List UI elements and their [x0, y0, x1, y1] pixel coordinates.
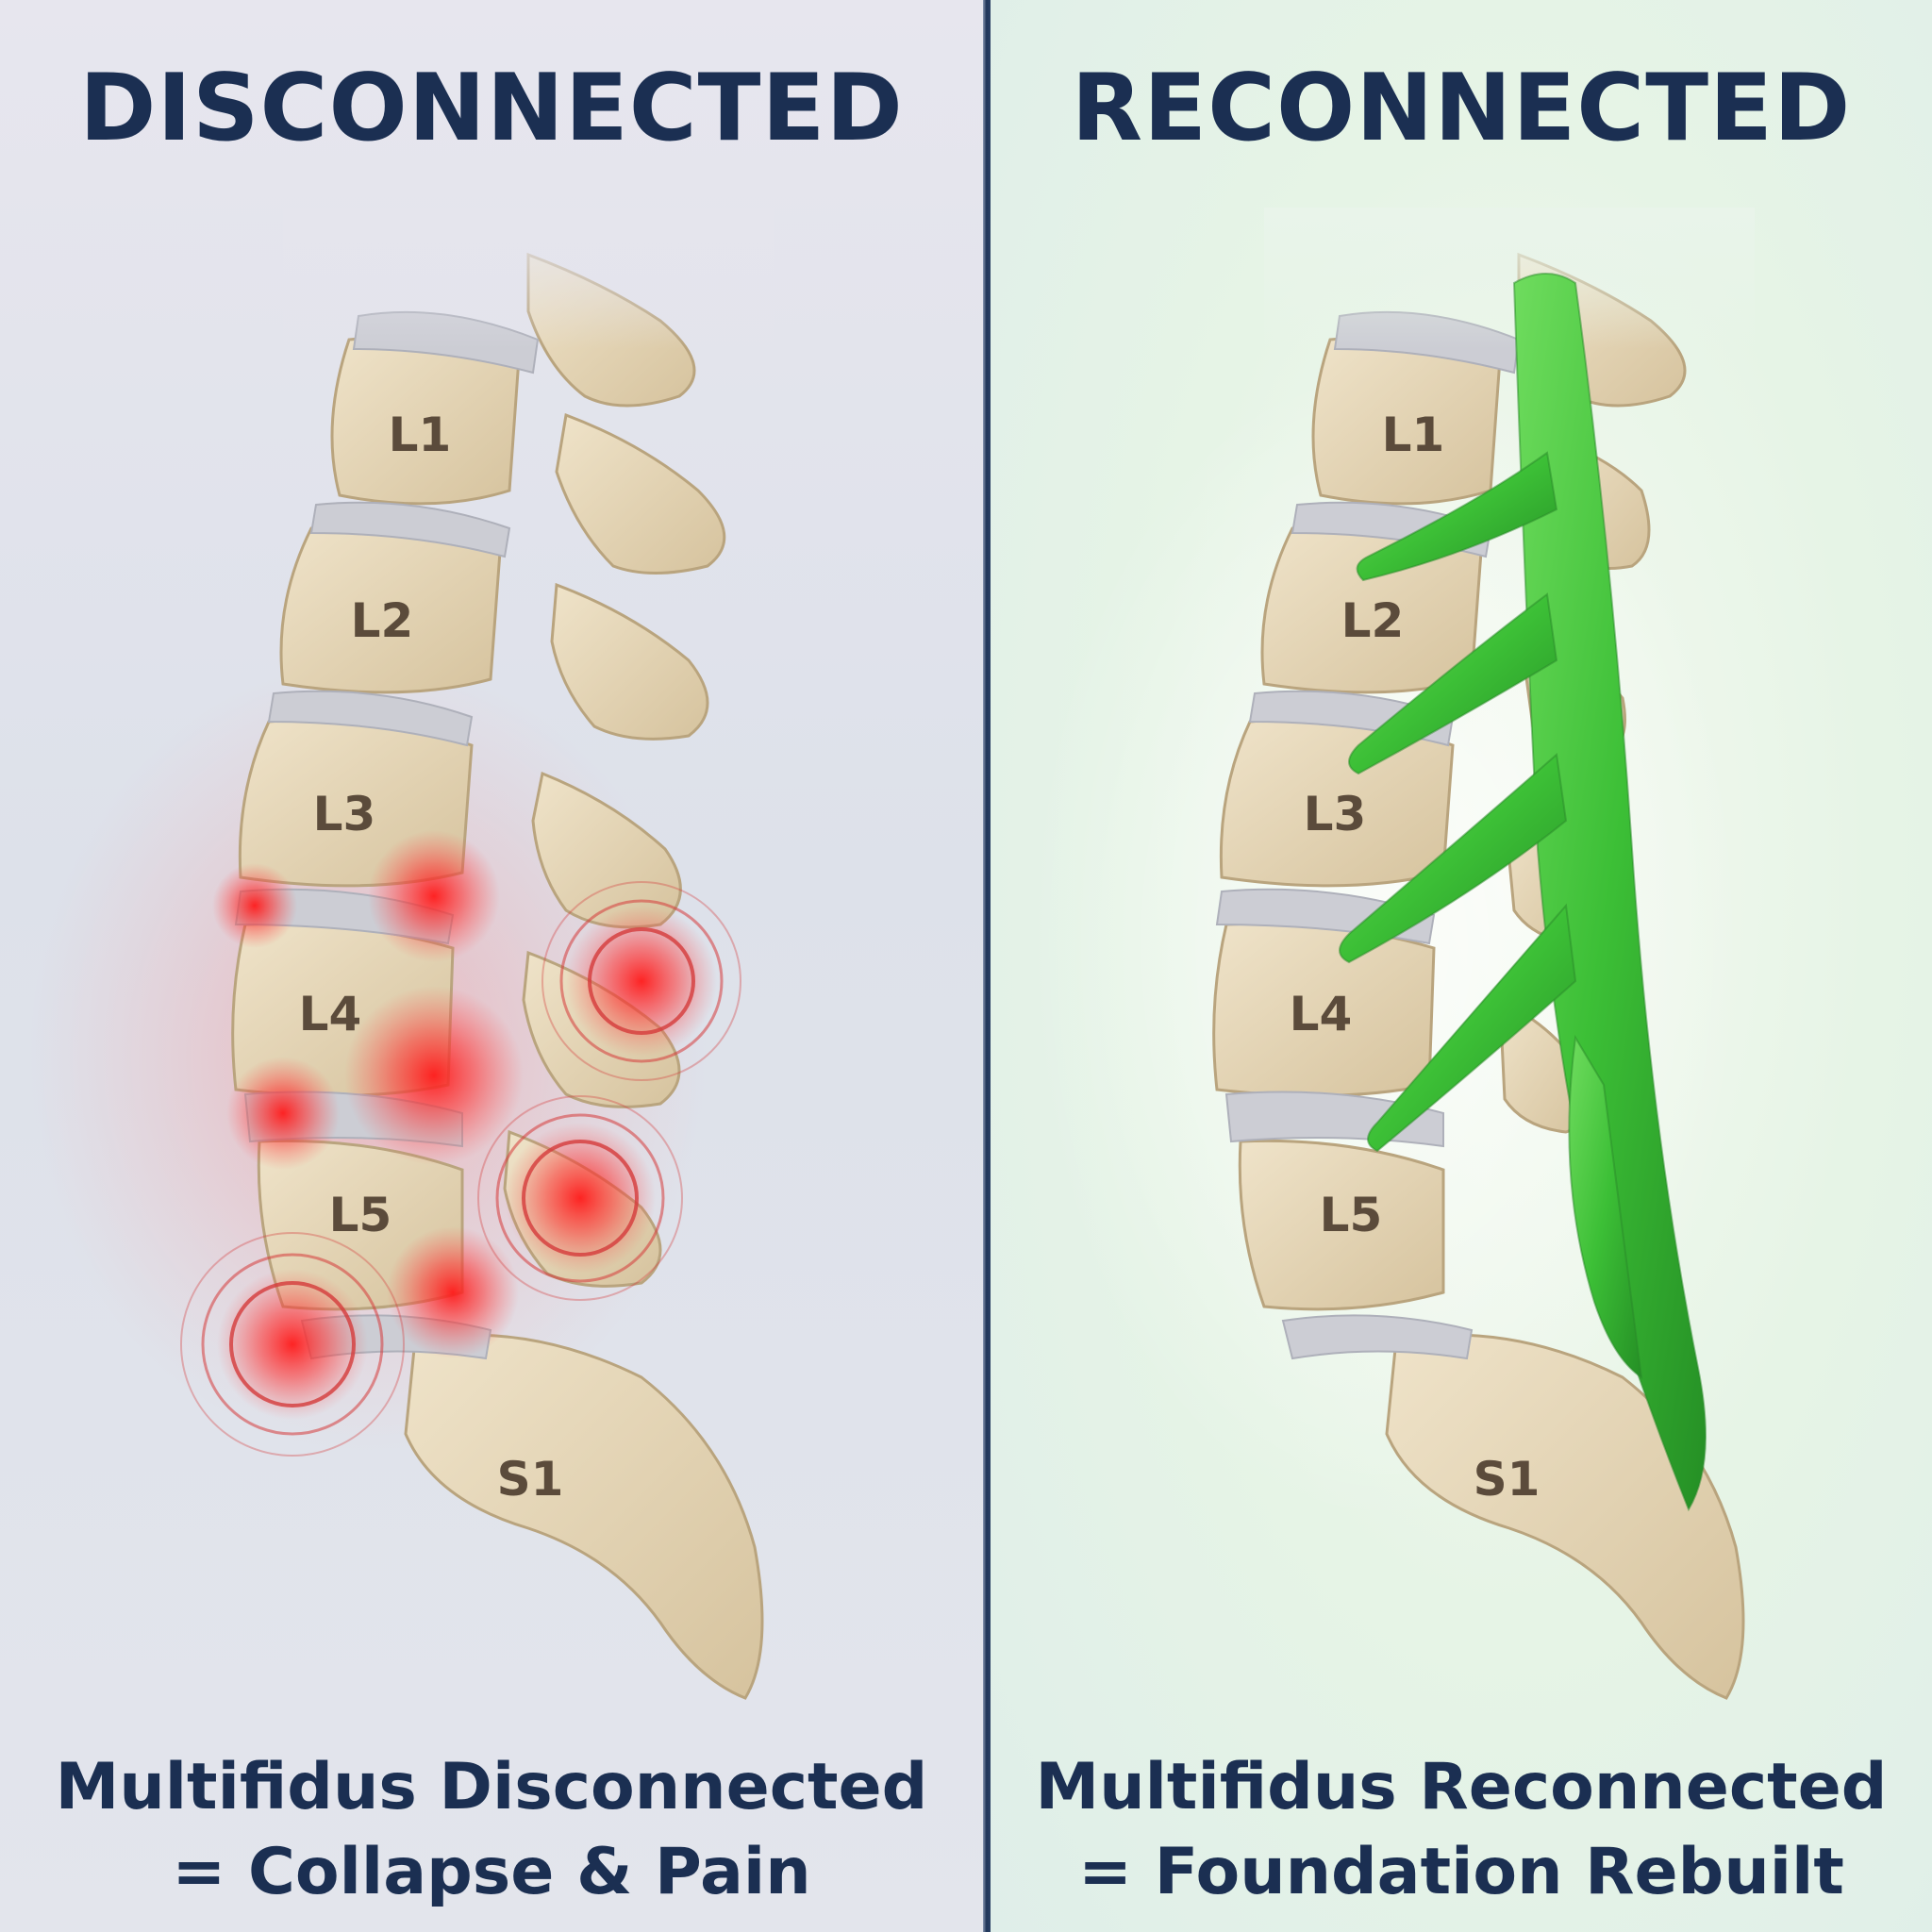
top-fade — [1264, 208, 1755, 349]
vertebra-label-s1: S1 — [1474, 1452, 1541, 1507]
pain-rings — [180, 881, 741, 1457]
muscle-fascicle — [1339, 753, 1568, 964]
muscle-fascicle — [1356, 451, 1558, 582]
vertebra-label-l2: L2 — [1341, 593, 1405, 648]
spine-illustration-disconnected: L1 L2 L3 L4 L5 S1 — [28, 208, 774, 1700]
panel-disconnected: DISCONNECTED — [0, 0, 983, 1932]
pain-ring-group — [180, 1232, 405, 1457]
vertebral-bodies — [231, 336, 764, 1700]
vertebra-label-l1: L1 — [1382, 408, 1445, 462]
vertebral-bodies — [1212, 336, 1745, 1700]
title-reconnected: RECONNECTED — [1071, 55, 1852, 162]
vertebra-label-l4: L4 — [299, 987, 362, 1041]
caption-line-1: Multifidus Reconnected — [1035, 1750, 1888, 1824]
top-fade — [283, 208, 774, 349]
vertebra-label-s1: S1 — [497, 1452, 564, 1507]
vertebra-label-l2: L2 — [351, 593, 414, 648]
panel-reconnected: RECONNECTED — [991, 0, 1932, 1932]
vertebra-label-l3: L3 — [313, 787, 376, 841]
spine-illustration-reconnected: L1 L2 L3 L4 L5 S1 — [1028, 208, 1755, 1700]
vertebra-label-l3: L3 — [1304, 787, 1367, 841]
pain-glow — [368, 830, 500, 962]
caption-disconnected: Multifidus Disconnected = Collapse & Pai… — [0, 1745, 983, 1915]
pain-ring-group — [477, 1095, 683, 1301]
pain-glow — [505, 1123, 656, 1274]
vertebra-label-l1: L1 — [389, 408, 452, 462]
vertebra-body-l5 — [1238, 1139, 1445, 1311]
pain-glow — [226, 1057, 340, 1170]
pain-glow — [212, 863, 297, 948]
caption-line-2: = Foundation Rebuilt — [1078, 1835, 1844, 1909]
caption-reconnected: Multifidus Reconnected = Foundation Rebu… — [991, 1745, 1932, 1915]
muscle-fascicle — [1348, 592, 1558, 775]
sacrum-s1 — [1385, 1333, 1745, 1700]
pain-glows — [212, 830, 717, 1420]
sacrum-s1 — [404, 1333, 764, 1700]
pain-glow — [217, 1269, 368, 1420]
multifidus-muscle — [1339, 273, 1707, 1512]
caption-line-1: Multifidus Disconnected — [55, 1750, 928, 1824]
pain-glow — [344, 986, 524, 1165]
panel-divider — [983, 0, 991, 1932]
muscle-fascicle — [1367, 903, 1577, 1153]
muscle-fascicle — [1568, 1035, 1643, 1380]
vertebra-label-l5: L5 — [329, 1188, 392, 1242]
caption-line-2: = Collapse & Pain — [172, 1835, 811, 1909]
title-disconnected: DISCONNECTED — [79, 55, 904, 162]
vertebra-label-l4: L4 — [1290, 987, 1353, 1041]
vertebra-label-l5: L5 — [1320, 1188, 1383, 1242]
pain-glow — [387, 1226, 519, 1358]
pain-ring-group — [541, 881, 741, 1081]
